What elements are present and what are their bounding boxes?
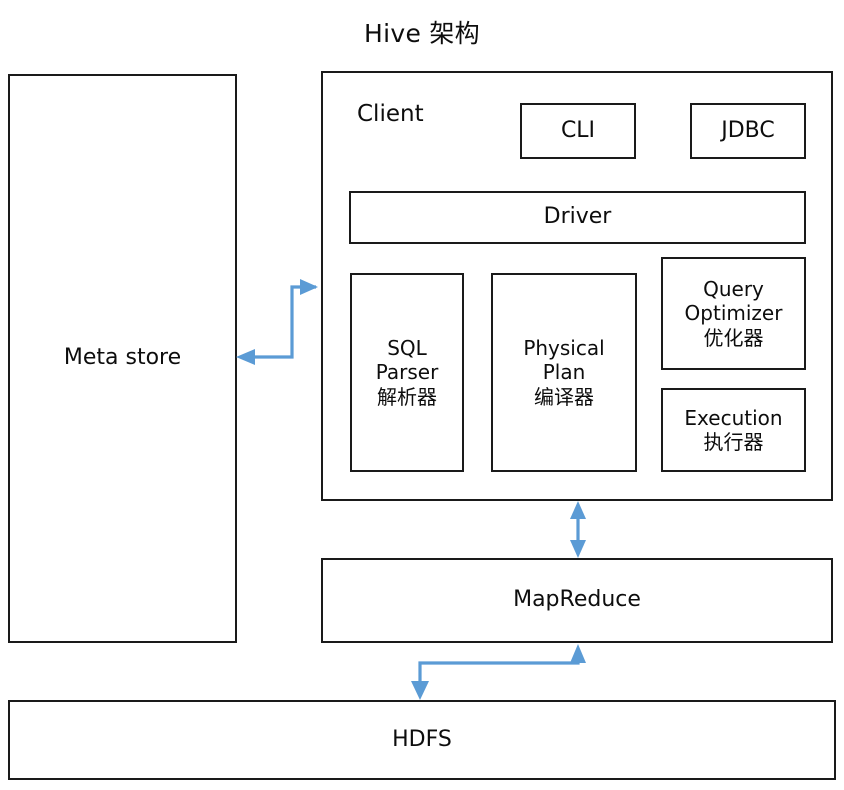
node-mapreduce[interactable]: MapReduce [321, 558, 833, 643]
node-driver-label: Driver [543, 204, 612, 230]
client-mapreduce-connector [570, 501, 586, 558]
metastore-client-connector [236, 279, 318, 365]
node-physical-plan[interactable]: Physical Plan 编译器 [491, 273, 637, 472]
node-meta-store-label: Meta store [63, 345, 182, 371]
node-hdfs[interactable]: HDFS [8, 700, 836, 780]
node-jdbc-label: JDBC [721, 117, 775, 143]
node-sql-parser[interactable]: SQL Parser 解析器 [350, 273, 464, 472]
mapreduce-hdfs-connector-path [418, 654, 580, 692]
node-driver[interactable]: Driver [349, 191, 806, 244]
arrow-head-left-icon [236, 349, 255, 365]
node-query-optimizer[interactable]: Query Optimizer 优化器 [661, 257, 806, 370]
arrow-head-down-hdfs-icon [411, 681, 429, 700]
node-sql-parser-label: SQL Parser 解析器 [375, 335, 439, 409]
node-meta-store[interactable]: Meta store [8, 74, 237, 643]
node-jdbc[interactable]: JDBC [690, 103, 806, 159]
node-cli-label: CLI [560, 117, 596, 143]
node-execution[interactable]: Execution 执行器 [661, 388, 806, 472]
arrow-head-down-icon [570, 540, 586, 558]
mapreduce-hdfs-connector [411, 644, 586, 700]
node-hdfs-label: HDFS [392, 726, 452, 752]
node-client-label: Client [357, 101, 424, 127]
node-execution-label: Execution 执行器 [684, 405, 783, 454]
arrow-head-up-icon [570, 501, 586, 519]
metastore-client-connector-path [248, 285, 316, 359]
node-query-optimizer-label: Query Optimizer 优化器 [684, 276, 783, 350]
node-cli[interactable]: CLI [520, 103, 636, 159]
node-mapreduce-label: MapReduce [513, 587, 641, 613]
page-title: Hive 架构 [364, 19, 480, 48]
arrow-head-up-mapreduce-icon [570, 644, 586, 663]
arrow-head-right-icon [300, 279, 318, 295]
node-physical-plan-label: Physical Plan 编译器 [523, 335, 605, 409]
